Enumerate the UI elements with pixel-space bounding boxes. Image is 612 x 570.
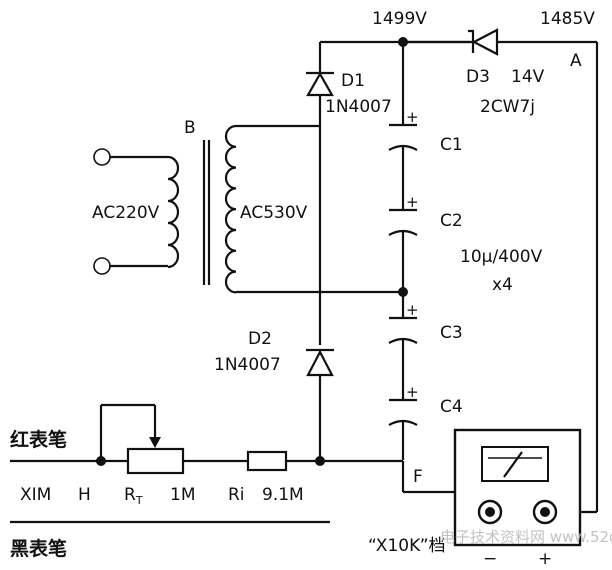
meter-minus-label: − — [483, 549, 497, 569]
svg-text:+: + — [406, 193, 419, 211]
rt-symbol: RT — [124, 485, 143, 507]
watermark: 电子技术资料网 www.52dzw.com — [440, 528, 612, 546]
input-terminal-bottom — [93, 257, 111, 275]
black-probe-label: 黑表笔 — [10, 537, 67, 560]
node-a-label: A — [570, 51, 582, 71]
svg-text:+: + — [406, 301, 419, 319]
svg-text:+: + — [406, 108, 419, 126]
node-h-label: H — [78, 485, 91, 505]
d2-part: 1N4007 — [214, 355, 281, 375]
input-terminal-top — [93, 148, 111, 166]
primary-voltage-label: AC220V — [92, 203, 160, 223]
c1-label: C1 — [440, 135, 463, 155]
d3-voltage: 14V — [511, 67, 545, 87]
c4-label: C4 — [440, 397, 463, 417]
c2-label: C2 — [440, 211, 463, 231]
resistor-ri — [246, 450, 288, 472]
junction-mid — [398, 287, 408, 297]
capacitor-c4: + — [388, 383, 419, 426]
red-probe-label: 红表笔 — [10, 428, 67, 451]
secondary-voltage-label: AC530V — [240, 203, 308, 223]
diode-d1 — [306, 71, 334, 97]
meter-plus-label: + — [538, 549, 552, 569]
meter-dial — [481, 446, 549, 482]
rt-value: 1M — [170, 485, 195, 505]
capacitor-c2: + — [388, 193, 419, 236]
capacitor-value: 10μ/400V — [460, 247, 543, 267]
diode-d2 — [306, 348, 334, 377]
zener-d3 — [403, 28, 499, 56]
capacitor-c1: + — [388, 108, 419, 151]
wires — [10, 40, 599, 524]
capacitor-c3: + — [388, 301, 419, 344]
d2-name: D2 — [248, 329, 272, 349]
c3-label: C3 — [440, 323, 463, 343]
svg-text:+: + — [406, 383, 419, 401]
d3-name: D3 — [466, 67, 490, 87]
top-voltage-label: 1499V — [372, 9, 427, 29]
junction-ri — [315, 456, 325, 466]
multimeter — [453, 428, 582, 547]
d1-name: D1 — [341, 71, 365, 91]
xim-label: XIM — [20, 485, 51, 505]
output-voltage-label: 1485V — [540, 9, 595, 29]
ri-name: Ri — [228, 485, 245, 505]
potentiometer-rt — [126, 437, 185, 475]
junction-h — [96, 456, 106, 466]
d3-zener-type: 2CW7j — [480, 97, 535, 117]
transformer — [166, 124, 237, 294]
d1-part: 1N4007 — [325, 97, 392, 117]
ri-value: 9.1M — [262, 485, 304, 505]
capacitor-count: x4 — [492, 275, 513, 295]
node-b-label: B — [184, 118, 196, 138]
node-f-label: F — [413, 467, 423, 487]
meter-range-label: “X10K”档 — [368, 536, 446, 556]
